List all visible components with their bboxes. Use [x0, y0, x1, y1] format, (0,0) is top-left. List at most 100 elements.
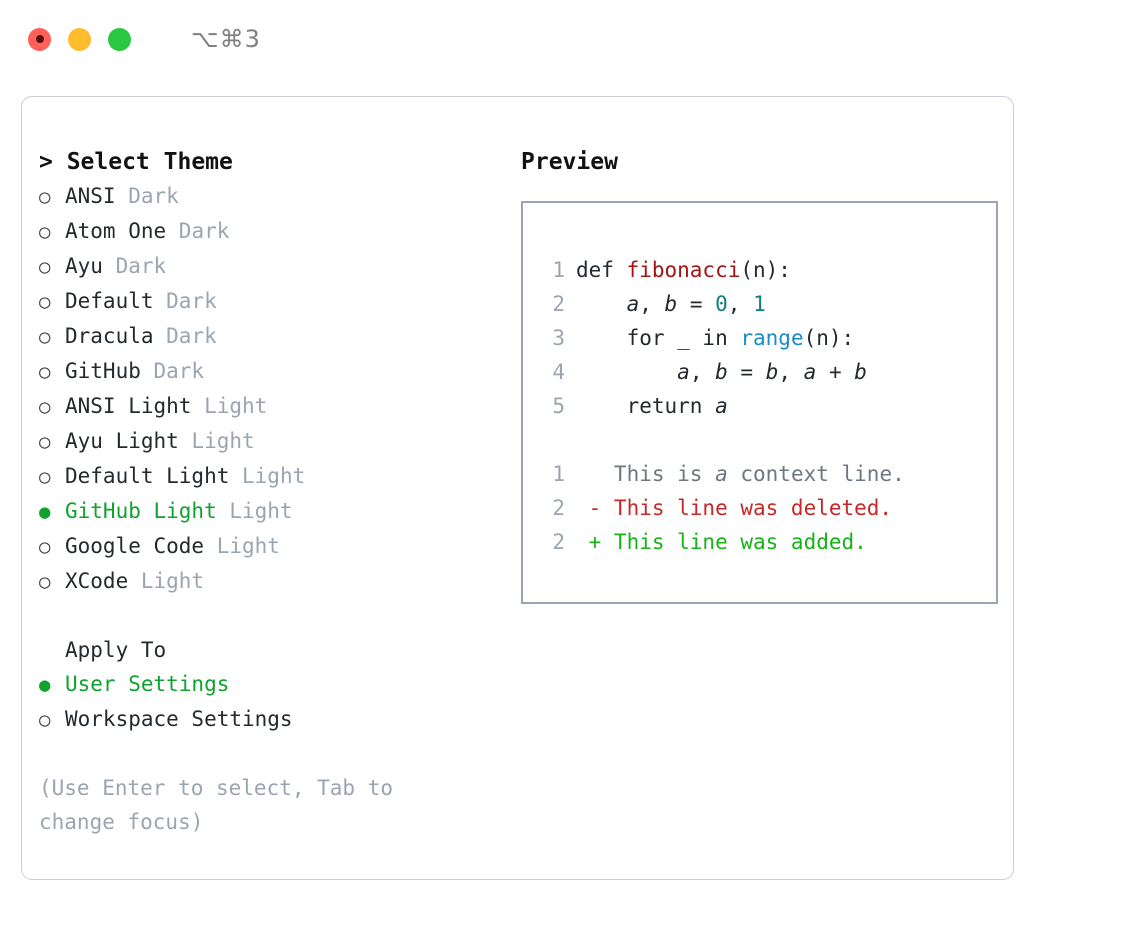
theme-option[interactable]: ○Dracula Dark [39, 319, 501, 354]
theme-option-kind: Light [229, 464, 306, 488]
code-token: a [715, 462, 728, 486]
radio-unselected-icon: ○ [39, 466, 51, 488]
diff-preview: 1 This is a context line. 2 - This line w… [541, 457, 996, 559]
code-line: 4 a, b = b, a + b [541, 355, 996, 389]
code-token: + [816, 360, 855, 384]
code-token: range [740, 326, 804, 350]
line-number: 2 [552, 292, 565, 316]
code-token: (n): [803, 326, 855, 350]
radio-unselected-icon: ○ [39, 186, 51, 208]
theme-option-kind: Light [178, 429, 255, 453]
radio-unselected-icon: ○ [39, 431, 51, 453]
theme-option[interactable]: ○GitHub Dark [39, 354, 501, 389]
diff-line: 1 This is a context line. [541, 457, 996, 491]
theme-option-name: Google Code [65, 534, 205, 558]
code-token: - This line was deleted. [576, 496, 893, 520]
theme-option-kind: Dark [140, 359, 205, 383]
code-token: for _ in [576, 326, 741, 350]
theme-option-name: Default [65, 289, 154, 313]
theme-list: ○ANSI Dark○Atom One Dark○Ayu Dark○Defaul… [39, 179, 501, 599]
line-content: This is a context line. [576, 457, 905, 491]
line-number: 2 [552, 496, 565, 520]
theme-picker-panel: > Select Theme ○ANSI Dark○Atom One Dark○… [21, 96, 1014, 880]
theme-option-name: Dracula [65, 324, 154, 348]
code-token: return [576, 394, 716, 418]
apply-to-option-label: User Settings [65, 672, 230, 696]
code-token: , [727, 292, 754, 316]
code-token: b [715, 360, 728, 384]
code-token: b [854, 360, 867, 384]
code-token: , [689, 360, 716, 384]
code-token: a [803, 360, 817, 384]
radio-unselected-icon: ○ [39, 221, 51, 243]
keyboard-hint-text: (Use Enter to select, Tab to change focu… [39, 776, 406, 834]
code-token: a [626, 292, 640, 316]
line-content: for _ in range(n): [576, 321, 855, 355]
theme-option-kind: Light [128, 569, 205, 593]
radio-unselected-icon: ○ [39, 396, 51, 418]
theme-option[interactable]: ○ Ayu Light Light [39, 424, 501, 459]
minimize-button[interactable] [68, 27, 91, 51]
code-line: 5 return a [541, 389, 996, 423]
radio-unselected-icon: ○ [39, 361, 51, 383]
code-token: b [765, 360, 779, 384]
code-diff-separator [541, 423, 996, 457]
code-token: (n): [740, 258, 791, 282]
apply-to-option[interactable]: ○ Workspace Settings [39, 702, 501, 737]
line-content: - This line was deleted. [576, 491, 892, 525]
code-token: + This line was added. [576, 530, 867, 554]
radio-unselected-icon: ○ [39, 709, 51, 731]
radio-unselected-icon: ○ [39, 536, 51, 558]
theme-option-name: GitHub Light [65, 499, 217, 523]
code-token: , [639, 292, 665, 316]
theme-option-kind: Light [204, 534, 280, 558]
radio-unselected-icon: ○ [39, 256, 51, 278]
keyboard-shortcut-label: ⌥⌘3 [191, 25, 261, 53]
theme-option-kind: Dark [102, 254, 167, 278]
code-token: context line. [727, 462, 905, 486]
apply-to-option-label: Workspace Settings [65, 707, 293, 731]
code-token: 1 [753, 292, 766, 316]
theme-option-name: Ayu Light [65, 429, 179, 453]
window-controls [28, 27, 131, 51]
code-token [576, 360, 677, 384]
line-number: 1 [552, 462, 565, 486]
theme-option[interactable]: ○Default Dark [39, 284, 501, 319]
maximize-button[interactable] [108, 27, 131, 51]
theme-option[interactable]: ○ Google Code Light [39, 529, 501, 564]
title-bar: ⌥⌘3 [0, 0, 1140, 78]
theme-option[interactable]: ○XCode Light [39, 564, 501, 599]
theme-option-kind: Light [216, 499, 293, 523]
theme-selection-column: > Select Theme ○ANSI Dark○Atom One Dark○… [39, 145, 501, 879]
code-line: 3 for _ in range(n): [541, 321, 996, 355]
theme-option-name: XCode [65, 569, 129, 593]
theme-option[interactable]: ○Ayu Dark [39, 249, 501, 284]
line-number: 5 [552, 394, 565, 418]
preview-heading: Preview [521, 149, 618, 175]
theme-option[interactable]: ○ANSI Dark [39, 179, 501, 214]
line-content: return a [576, 389, 728, 423]
theme-option-name: Atom One [65, 219, 167, 243]
theme-option[interactable]: ○ Default Light Light [39, 459, 501, 494]
line-content: a, b = 0, 1 [576, 287, 766, 321]
close-button[interactable] [28, 27, 51, 51]
code-token: def [576, 258, 627, 282]
code-token: = [677, 292, 716, 316]
code-token: a [677, 360, 690, 384]
theme-option-name: ANSI [65, 184, 116, 208]
theme-option-name: Default Light [65, 464, 230, 488]
code-line: 2 a, b = 0, 1 [541, 287, 996, 321]
apply-to-option[interactable]: ● User Settings [39, 667, 501, 702]
theme-option-kind: Light [191, 394, 268, 418]
theme-option[interactable]: ○Atom One Dark [39, 214, 501, 249]
theme-option[interactable]: ●GitHub Light Light [39, 494, 501, 529]
line-number: 1 [552, 258, 565, 282]
code-token: a [715, 394, 728, 418]
theme-option[interactable]: ○ANSI Light Light [39, 389, 501, 424]
radio-unselected-icon: ○ [39, 326, 51, 348]
radio-selected-icon: ● [39, 674, 51, 696]
